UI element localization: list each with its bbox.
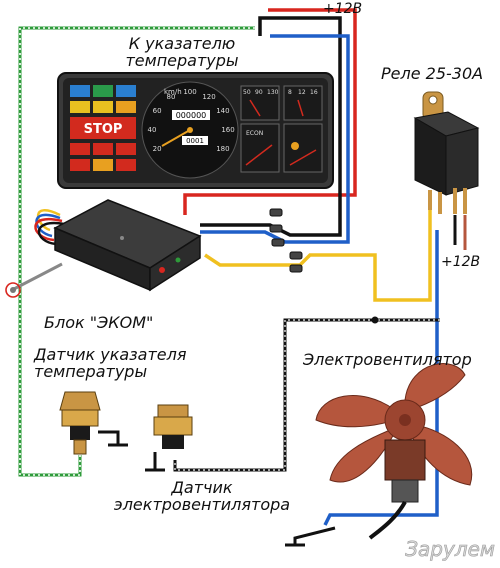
relay: [413, 91, 480, 214]
wire-red: [183, 8, 357, 215]
svg-text:130: 130: [267, 89, 279, 96]
speed-tick-label: 140: [216, 107, 229, 115]
label-temp-sensor: Датчик указателя температуры: [34, 345, 187, 381]
speed-tick-label: 100: [183, 88, 196, 96]
speed-tick-label: 60: [153, 107, 162, 115]
wire-blue: [200, 34, 350, 244]
speed-tick-label: 160: [221, 126, 234, 134]
speed-tick-label: 120: [202, 93, 215, 101]
speed-tick-label: 40: [148, 126, 157, 134]
ekom-block: [5, 199, 202, 298]
speed-tick-label: 20: [153, 145, 162, 153]
trip-odometer: 0001: [186, 137, 204, 145]
label-relay: Реле 25-30А: [381, 64, 484, 83]
econ-label: ECON: [246, 130, 263, 137]
speed-unit: km/h: [164, 88, 182, 96]
svg-text:8: 8: [288, 89, 292, 96]
gauges-right: 50 90 130 8 12 16 ECON: [240, 85, 323, 173]
wire-black: [200, 16, 342, 237]
warning-lights: STOP: [70, 85, 136, 171]
speed-tick-label: 80: [167, 93, 176, 101]
odometer: 000000: [176, 111, 207, 120]
wire-yellow: [204, 200, 432, 302]
label-ekom-block: Блок "ЭКОМ": [44, 313, 154, 332]
label-plus12-top: +12В: [323, 1, 363, 17]
watermark: Зарулем: [405, 537, 495, 561]
label-temp-indicator: К указателю температуры: [125, 34, 239, 70]
label-fan: Электровентилятор: [303, 350, 472, 369]
label-plus12-right: +12В: [441, 254, 481, 270]
temp-sensor: [59, 391, 128, 455]
fan-sensor: [145, 404, 193, 472]
svg-text:50: 50: [243, 89, 251, 96]
svg-text:16: 16: [310, 89, 318, 96]
svg-text:90: 90: [255, 89, 263, 96]
stop-label: STOP: [84, 122, 123, 137]
svg-text:12: 12: [298, 89, 306, 96]
speed-tick-label: 180: [216, 145, 229, 153]
wire-green: [18, 26, 255, 477]
electric-fan: [285, 363, 473, 547]
label-fan-sensor: Датчик электровентилятора: [113, 478, 291, 514]
wire-fan: [173, 316, 440, 472]
